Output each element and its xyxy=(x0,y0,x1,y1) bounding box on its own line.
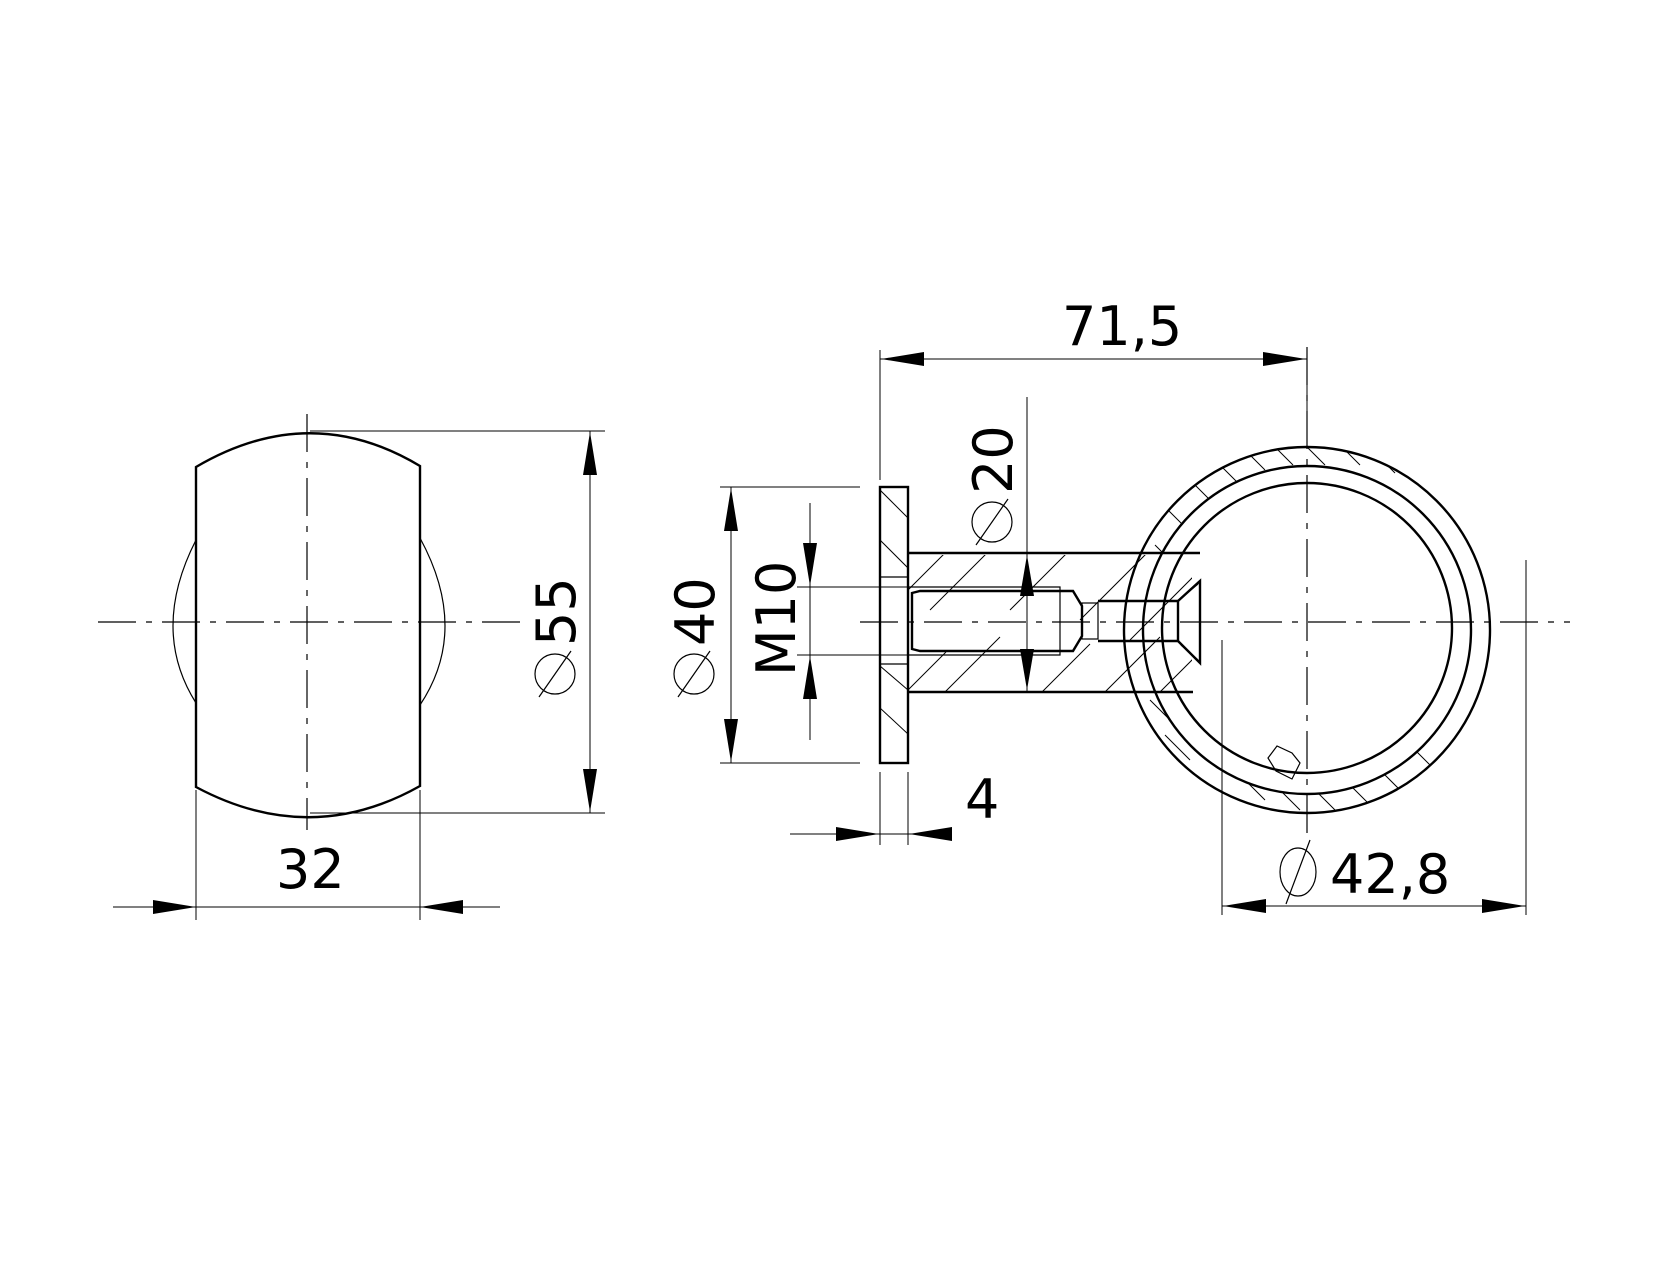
diameter-symbol-icon xyxy=(1279,847,1317,897)
dim-value-20: 20 xyxy=(962,425,1025,494)
saddle-right-bulge xyxy=(419,537,446,706)
arrow-up-icon xyxy=(583,432,597,475)
arrow-up-icon xyxy=(803,656,817,699)
base-plate xyxy=(878,485,910,765)
dim-value-42-8: 42,8 xyxy=(1330,843,1450,906)
dim-label-40: 40 xyxy=(664,577,727,698)
arrow-up-icon xyxy=(724,488,738,531)
saddle-body-outline xyxy=(194,432,422,819)
section-view: 71,5 40 M10 20 xyxy=(664,295,1570,915)
arrow-down-icon xyxy=(583,769,597,812)
plate-hatching xyxy=(880,489,908,735)
countersunk-screw-shank xyxy=(1098,599,1180,643)
dim-label-42-8: 42,8 xyxy=(1279,839,1450,906)
dim-label-71-5: 71,5 xyxy=(1062,295,1182,358)
dim-label-32: 32 xyxy=(276,838,345,901)
tube-hatching xyxy=(1149,447,1441,811)
diameter-symbol-icon xyxy=(971,501,1013,543)
dim-label-55: 55 xyxy=(525,577,588,698)
arrow-right-icon xyxy=(1263,352,1306,366)
dim-value-40: 40 xyxy=(664,577,727,646)
arrow-up-icon xyxy=(1020,555,1034,596)
dim-value-m10: M10 xyxy=(745,561,808,676)
dim-label-20: 20 xyxy=(962,425,1025,546)
arrow-down-icon xyxy=(803,543,817,586)
dim-label-m10: M10 xyxy=(745,561,808,676)
side-view: 55 32 xyxy=(98,414,605,920)
threaded-bore xyxy=(908,586,1061,656)
diameter-symbol-icon xyxy=(673,653,715,695)
arrow-left-icon xyxy=(909,827,952,841)
arrow-down-icon xyxy=(1020,649,1034,690)
arrow-left-icon xyxy=(881,352,924,366)
arrow-right-icon xyxy=(153,900,196,914)
dim-label-4: 4 xyxy=(965,768,999,831)
diameter-symbol-icon xyxy=(534,653,576,695)
dim-value-55: 55 xyxy=(525,577,588,646)
arrow-down-icon xyxy=(724,719,738,762)
arrow-right-icon xyxy=(836,827,879,841)
tube-inner xyxy=(1141,464,1473,796)
set-screw-detail xyxy=(1267,745,1301,780)
bolt-shank xyxy=(910,589,1084,653)
arrow-right-icon xyxy=(1482,899,1525,913)
arrow-left-icon xyxy=(420,900,463,914)
saddle-left-bulge xyxy=(172,539,197,704)
arrow-left-icon xyxy=(1223,899,1266,913)
